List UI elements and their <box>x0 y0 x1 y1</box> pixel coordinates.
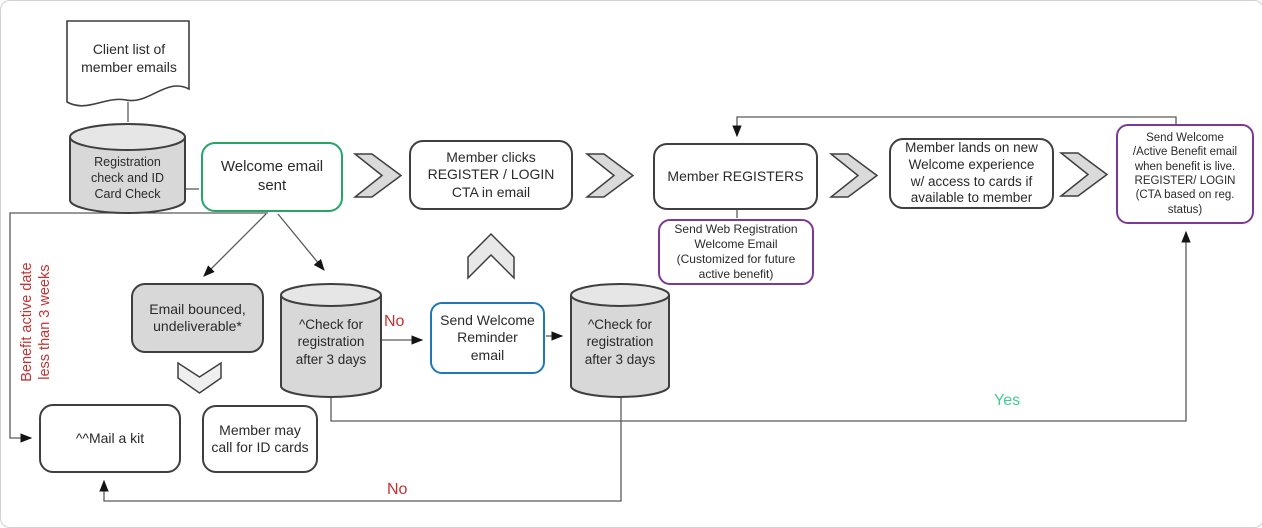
node-send-welcome-active: Send Welcome /Active Benefit email when … <box>1116 124 1254 224</box>
edge-label-no-first: No <box>384 313 405 330</box>
chevron-right-icon <box>352 153 403 198</box>
chevron-down-icon <box>177 361 222 394</box>
chevron-up-icon <box>467 232 515 280</box>
node-send-welcome-reminder: Send Welcome Reminder email <box>430 302 545 374</box>
node-member-may-call: Member may call for ID cards <box>202 405 318 473</box>
node-member-clicks-cta: Member clicks REGISTER / LOGIN CTA in em… <box>409 140 573 210</box>
node-check-registration-1: ^Check for registration after 3 days <box>295 316 367 367</box>
database-check1 <box>280 283 382 398</box>
connector-welcome-to-bounced <box>203 213 267 277</box>
connector-welcome-to-check1 <box>277 213 325 271</box>
database-registration-check <box>69 123 186 214</box>
node-member-lands: Member lands on new Welcome experience w… <box>889 138 1054 209</box>
connector-yes-path <box>330 230 1191 422</box>
node-welcome-email-sent: Welcome email sent <box>201 142 343 212</box>
chevron-icons <box>177 152 1109 394</box>
connector-feedback-to-registers <box>732 116 1177 138</box>
node-mail-a-kit: ^^Mail a kit <box>39 404 181 473</box>
node-client-list: Client list of member emails <box>81 40 177 75</box>
node-check-registration-2: ^Check for registration after 3 days <box>584 316 656 367</box>
benefit-note-label: Benefit active date less than 3 weeks <box>18 262 53 382</box>
node-member-registers: Member REGISTERS <box>653 143 818 210</box>
node-email-bounced: Email bounced, undeliverable* <box>131 283 264 353</box>
chevron-right-icon <box>828 153 879 198</box>
edge-label-yes: Yes <box>994 392 1021 409</box>
database-check2 <box>570 283 670 398</box>
chevron-right-icon <box>1058 152 1109 197</box>
connector-no-path <box>99 397 622 502</box>
chevron-right-icon <box>584 153 635 198</box>
node-send-web-registration: Send Web Registration Welcome Email (Cus… <box>658 219 814 285</box>
node-registration-check: Registration check and ID Card Check <box>91 154 164 202</box>
edge-label-no-second: No <box>387 481 408 498</box>
document-shape <box>66 20 190 107</box>
database-shapes <box>69 123 670 398</box>
